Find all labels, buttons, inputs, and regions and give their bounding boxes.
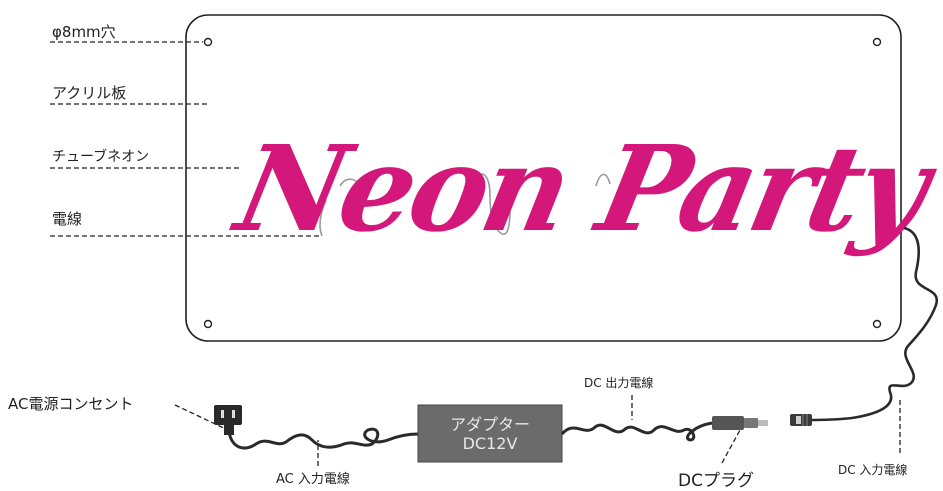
mount-hole-top-left [203, 37, 213, 47]
acrylic-panel [185, 14, 902, 342]
label-ac-outlet: AC電源コンセント [8, 395, 134, 413]
adapter-label-1: アダプター [449, 415, 530, 434]
mount-hole-top-right [872, 37, 882, 47]
label-dc-in: DC 入力電線 [838, 463, 908, 477]
dc-plug [712, 416, 768, 430]
label-dc-plug: DCプラグ [678, 471, 754, 491]
label-tube: チューブネオン [52, 149, 150, 165]
adapter-box [417, 404, 563, 463]
mount-hole-bottom-right [872, 319, 882, 329]
dc-output-cable [560, 421, 713, 442]
label-hole: φ8mm穴 [52, 23, 116, 41]
label-dc-out: DC 出力電線 [584, 376, 654, 390]
leader-dc-plug [721, 429, 741, 464]
neon-internal-wire [319, 173, 611, 237]
mount-hole-bottom-left [203, 319, 213, 329]
dc-input-cable-coil [807, 226, 939, 422]
label-ac-cable: AC 入力電線 [276, 472, 350, 487]
label-wire: 電線 [52, 210, 83, 228]
ac-plug [214, 405, 242, 435]
label-acrylic: アクリル板 [52, 84, 127, 102]
ac-input-cable [227, 427, 419, 450]
adapter-label-2: DC12V [462, 434, 518, 453]
leader-ac-outlet [174, 404, 229, 431]
dc-jack [790, 414, 812, 426]
neon-sign-text: Neon Party [222, 119, 943, 258]
